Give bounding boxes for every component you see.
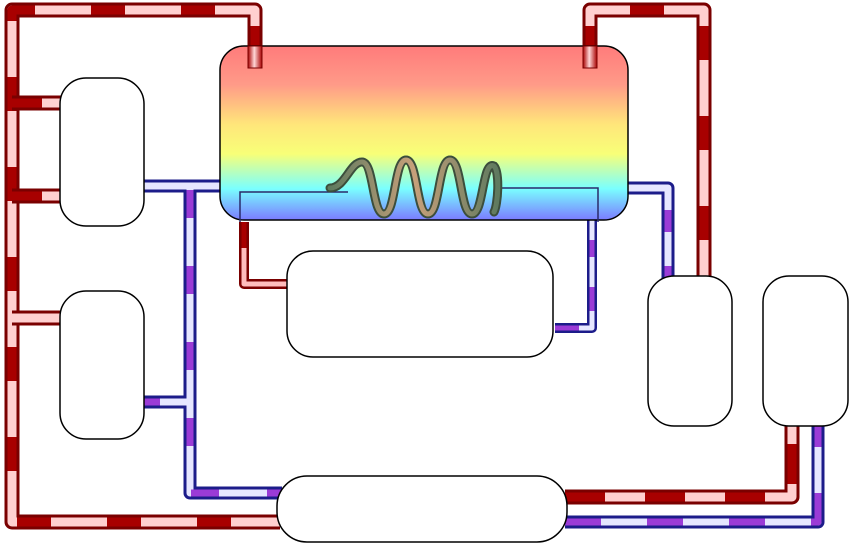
box-left-lower: [59, 290, 145, 440]
hot-pipe-right-loop: [582, 2, 712, 278]
box-right-a: [647, 275, 733, 427]
box-bottom: [276, 475, 568, 543]
hot-pipe-bottom-right: [565, 425, 800, 505]
box-center: [286, 250, 554, 358]
hot-pipe-branches-left: [12, 95, 62, 326]
cold-pipes: [140, 179, 825, 529]
cold-pipe-right: [625, 181, 675, 280]
box-right-b: [762, 275, 849, 427]
hot-pipe-main-loop: [4, 2, 280, 530]
hot-pipe-coil-feed: [239, 222, 290, 289]
cold-pipe-left-return: [140, 179, 282, 500]
storage-tank: [219, 45, 629, 222]
cold-pipe-bottom-right: [565, 425, 825, 529]
heating-coil: [325, 155, 503, 219]
box-left-upper: [59, 77, 145, 227]
hot-pipes: [4, 2, 800, 530]
